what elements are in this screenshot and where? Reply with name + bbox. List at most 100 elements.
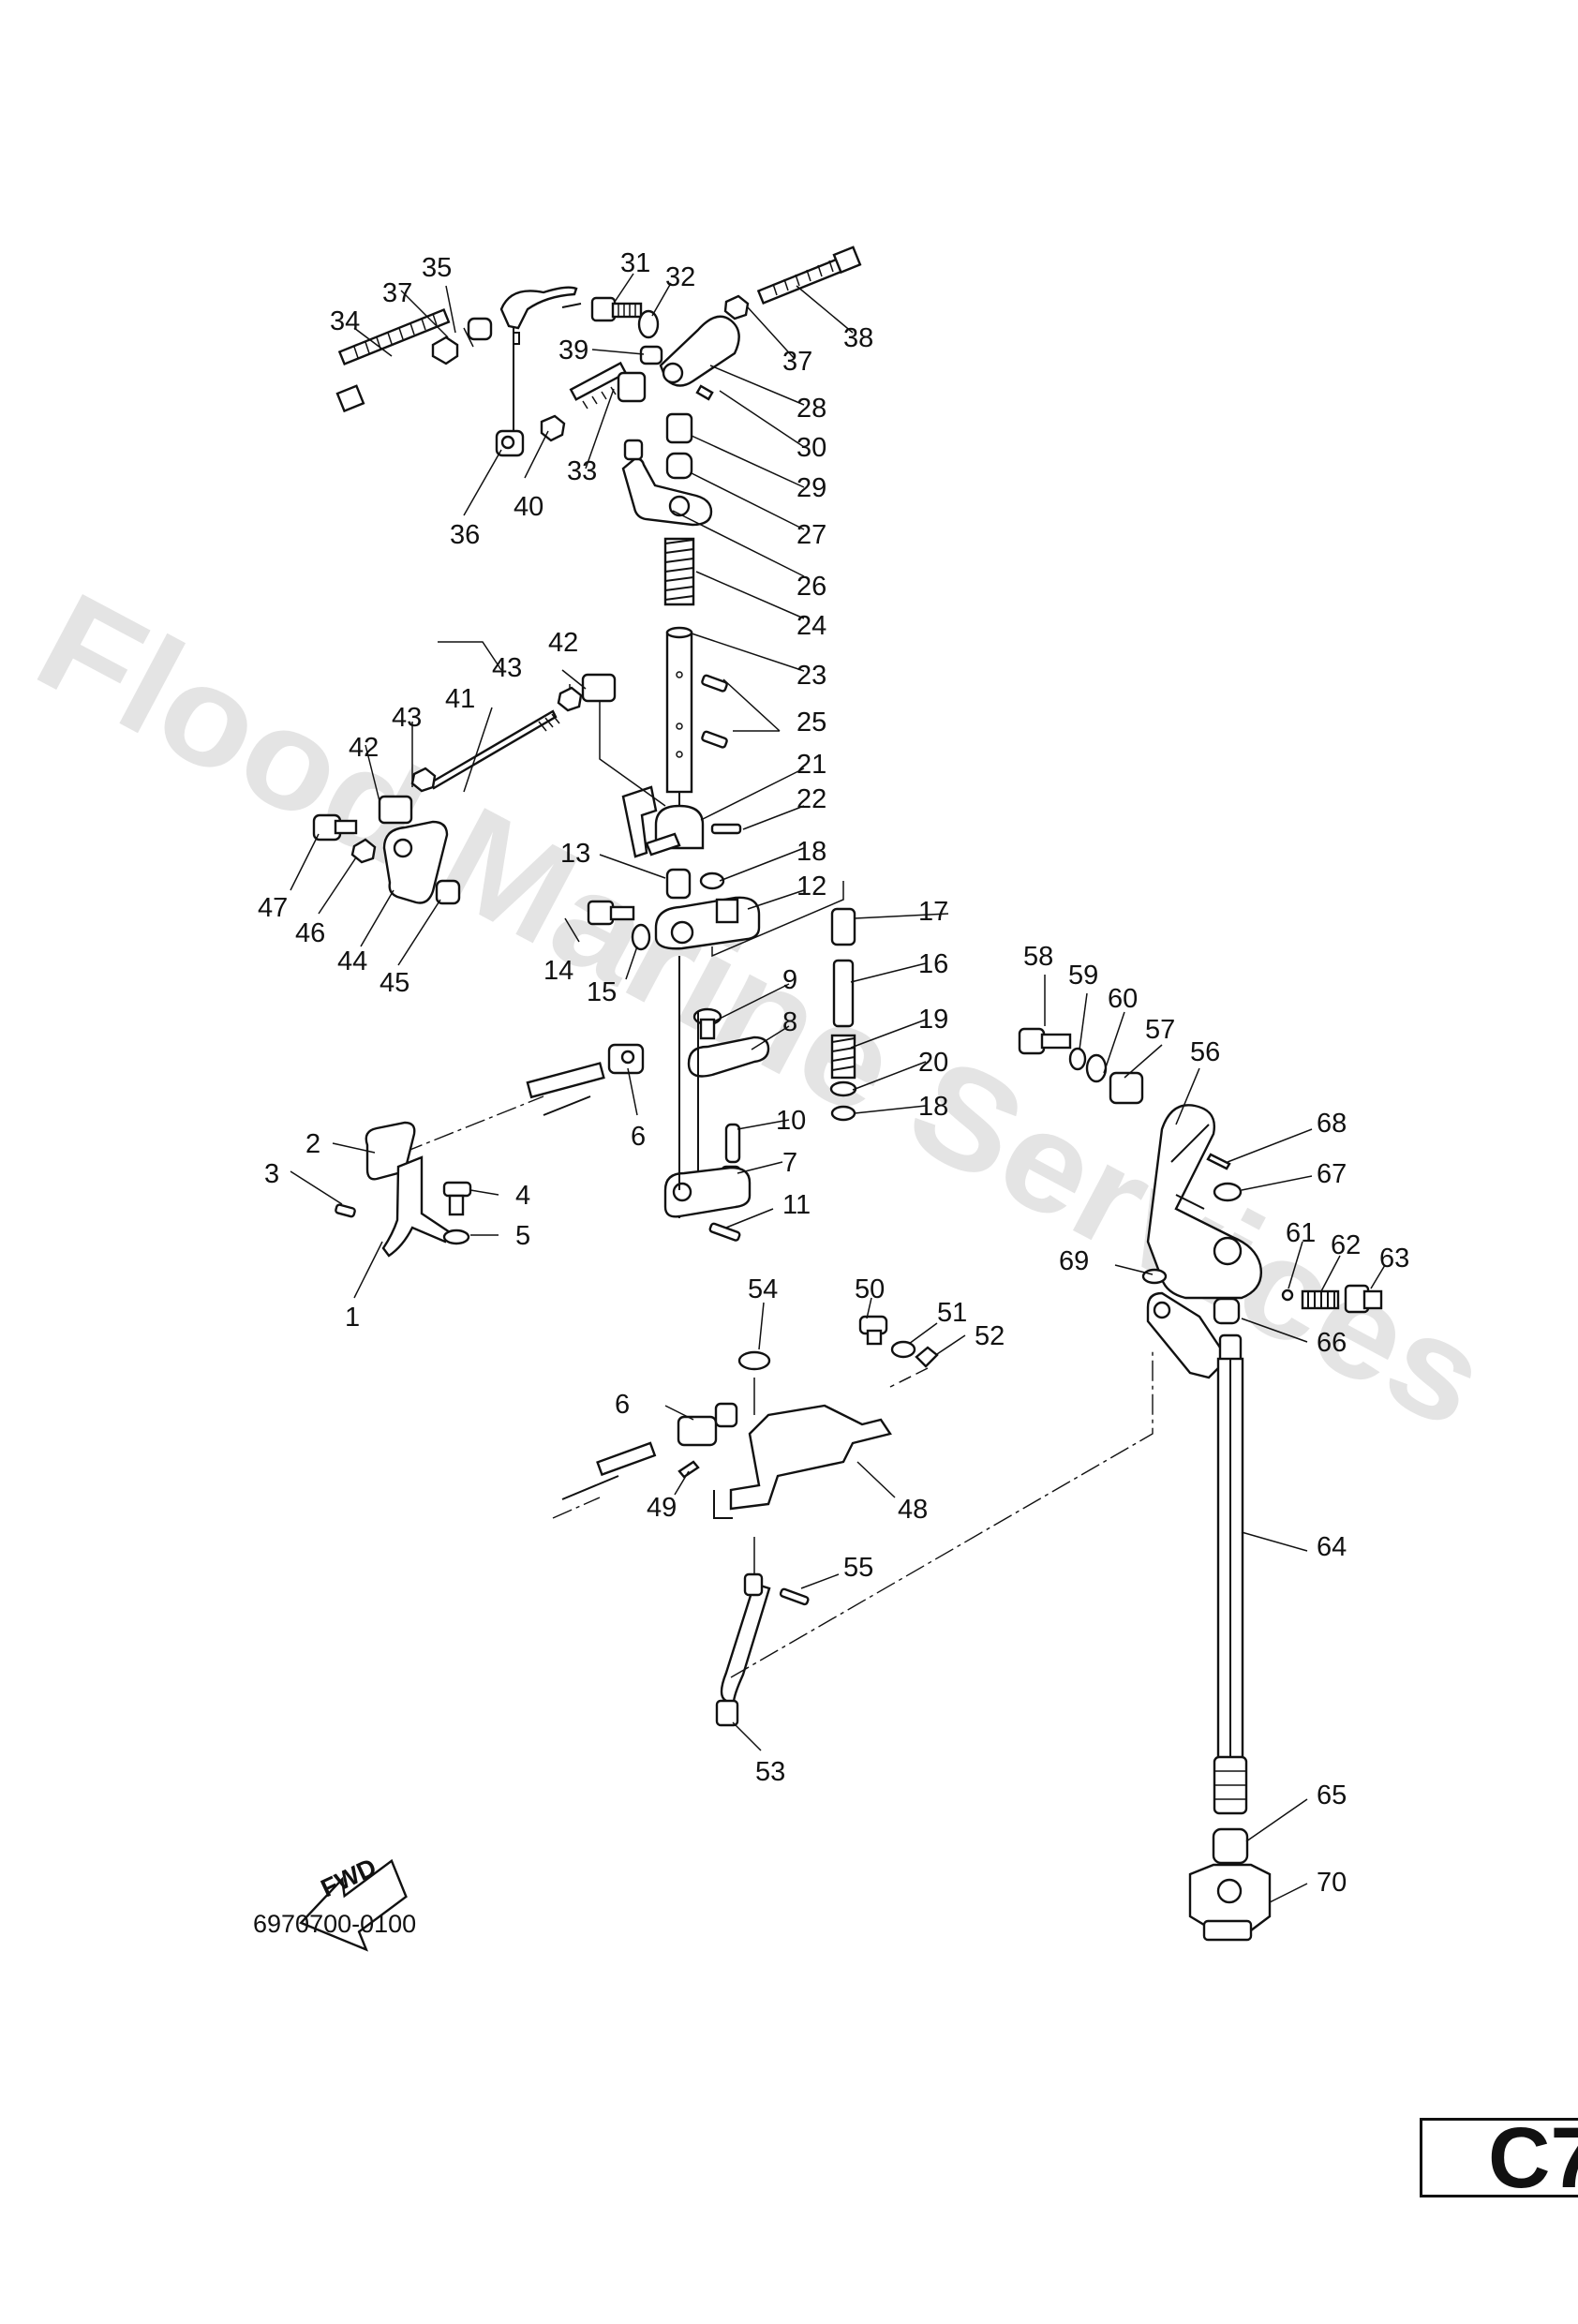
nut-43-upper [557, 686, 583, 712]
callout-50: 50 [855, 1274, 885, 1304]
washer-67 [1213, 1182, 1243, 1202]
callout-61: 61 [1286, 1218, 1316, 1248]
callout-68: 68 [1317, 1109, 1347, 1139]
callout-45: 45 [380, 968, 409, 998]
collar-45 [435, 879, 461, 905]
joint-6-lower [677, 1402, 738, 1447]
collar-65 [1212, 1827, 1249, 1865]
circlip-18-lower [830, 1105, 856, 1122]
pin-25-upper [701, 674, 728, 693]
callout-54: 54 [748, 1274, 778, 1304]
callout-30: 30 [796, 433, 826, 463]
callout-47: 47 [258, 893, 288, 923]
callout-55: 55 [843, 1553, 873, 1583]
callout-20: 20 [918, 1048, 948, 1078]
callout-3: 3 [264, 1159, 279, 1189]
callout-37-right: 37 [782, 347, 812, 377]
watermark-text: Flood Marine Services [14, 562, 1511, 1458]
callout-1: 1 [345, 1303, 360, 1333]
cap-17 [830, 907, 856, 946]
callout-29: 29 [796, 473, 826, 503]
pin-55 [779, 1587, 810, 1606]
callout-38: 38 [843, 323, 873, 353]
callout-69: 69 [1059, 1246, 1089, 1276]
bushing-66 [1213, 1297, 1241, 1325]
callout-65: 65 [1317, 1780, 1347, 1810]
screw-34 [335, 307, 451, 413]
callout-41: 41 [445, 684, 475, 714]
callout-52: 52 [975, 1321, 1005, 1351]
nut-46 [350, 838, 377, 864]
callout-16: 16 [918, 949, 948, 979]
callout-43-upper: 43 [492, 653, 522, 683]
collar-39 [639, 345, 663, 365]
shaft-23 [665, 626, 693, 794]
callout-25: 25 [796, 708, 826, 737]
rod-16 [832, 959, 855, 1028]
joint-36 [495, 429, 525, 457]
bracket-1 [381, 1155, 452, 1258]
joint-57 [1109, 1071, 1144, 1105]
rod-41 [429, 709, 560, 790]
callout-4: 4 [515, 1181, 530, 1211]
callout-53: 53 [755, 1757, 785, 1787]
rod-33 [569, 361, 647, 410]
callout-22: 22 [796, 784, 826, 814]
bolt-58 [1018, 1027, 1072, 1055]
callout-49: 49 [647, 1493, 677, 1523]
callout-37-left: 37 [382, 278, 412, 308]
leader-lines [290, 273, 1386, 1903]
callout-33: 33 [567, 456, 597, 486]
clip-52 [915, 1346, 939, 1368]
callout-7: 7 [782, 1148, 797, 1178]
washer-32 [637, 309, 660, 339]
pin-25-lower [701, 730, 728, 749]
callout-36: 36 [450, 520, 480, 550]
washer-60 [1085, 1053, 1108, 1083]
callout-42-lower: 42 [349, 733, 379, 763]
bracket-top-left [499, 286, 578, 330]
callout-44: 44 [337, 946, 367, 976]
washer-15 [631, 923, 651, 951]
callout-11: 11 [782, 1190, 811, 1220]
callout-70: 70 [1317, 1868, 1347, 1898]
callout-15: 15 [587, 977, 617, 1007]
callout-58: 58 [1023, 942, 1053, 972]
callout-48: 48 [898, 1495, 928, 1525]
washer-59 [1068, 1047, 1087, 1071]
callout-27: 27 [796, 520, 826, 550]
bolt-63 [1344, 1284, 1383, 1314]
joint-42-lower [378, 795, 413, 825]
callout-39: 39 [558, 335, 588, 365]
callout-32: 32 [665, 262, 695, 292]
callout-63: 63 [1379, 1244, 1409, 1274]
washer-20 [829, 1080, 857, 1097]
bolt-47 [312, 813, 358, 842]
callout-12: 12 [796, 872, 826, 901]
washer-51 [890, 1340, 916, 1359]
cable-upper [402, 1062, 605, 1154]
pin-11 [708, 1222, 741, 1242]
callout-28: 28 [796, 394, 826, 424]
callout-8: 8 [782, 1007, 797, 1037]
screw-38 [756, 246, 862, 305]
callout-46: 46 [295, 918, 325, 948]
shaft-64 [1213, 1357, 1248, 1815]
callout-18-lower: 18 [918, 1092, 948, 1122]
callout-62: 62 [1331, 1230, 1361, 1260]
top-linkage-group [312, 246, 862, 1258]
joint-6-upper [607, 1043, 645, 1075]
lever-lower-linkage [663, 1166, 752, 1218]
callout-64: 64 [1317, 1532, 1347, 1562]
callout-34: 34 [330, 306, 360, 336]
callout-5: 5 [515, 1221, 530, 1251]
page-code-box: C7 [1420, 2118, 1578, 2197]
diagram-code: 6970700-0100 [253, 1910, 416, 1938]
cable-lower [552, 1441, 657, 1519]
nut-37-left [431, 335, 459, 365]
callout-labels: 1 2 3 4 5 6 6 7 8 9 10 11 12 13 14 15 16… [258, 248, 1409, 1898]
washer-69 [1141, 1268, 1168, 1285]
callout-43-lower: 43 [392, 703, 422, 733]
nut-37-right [723, 294, 750, 320]
callout-18-upper: 18 [796, 837, 826, 867]
